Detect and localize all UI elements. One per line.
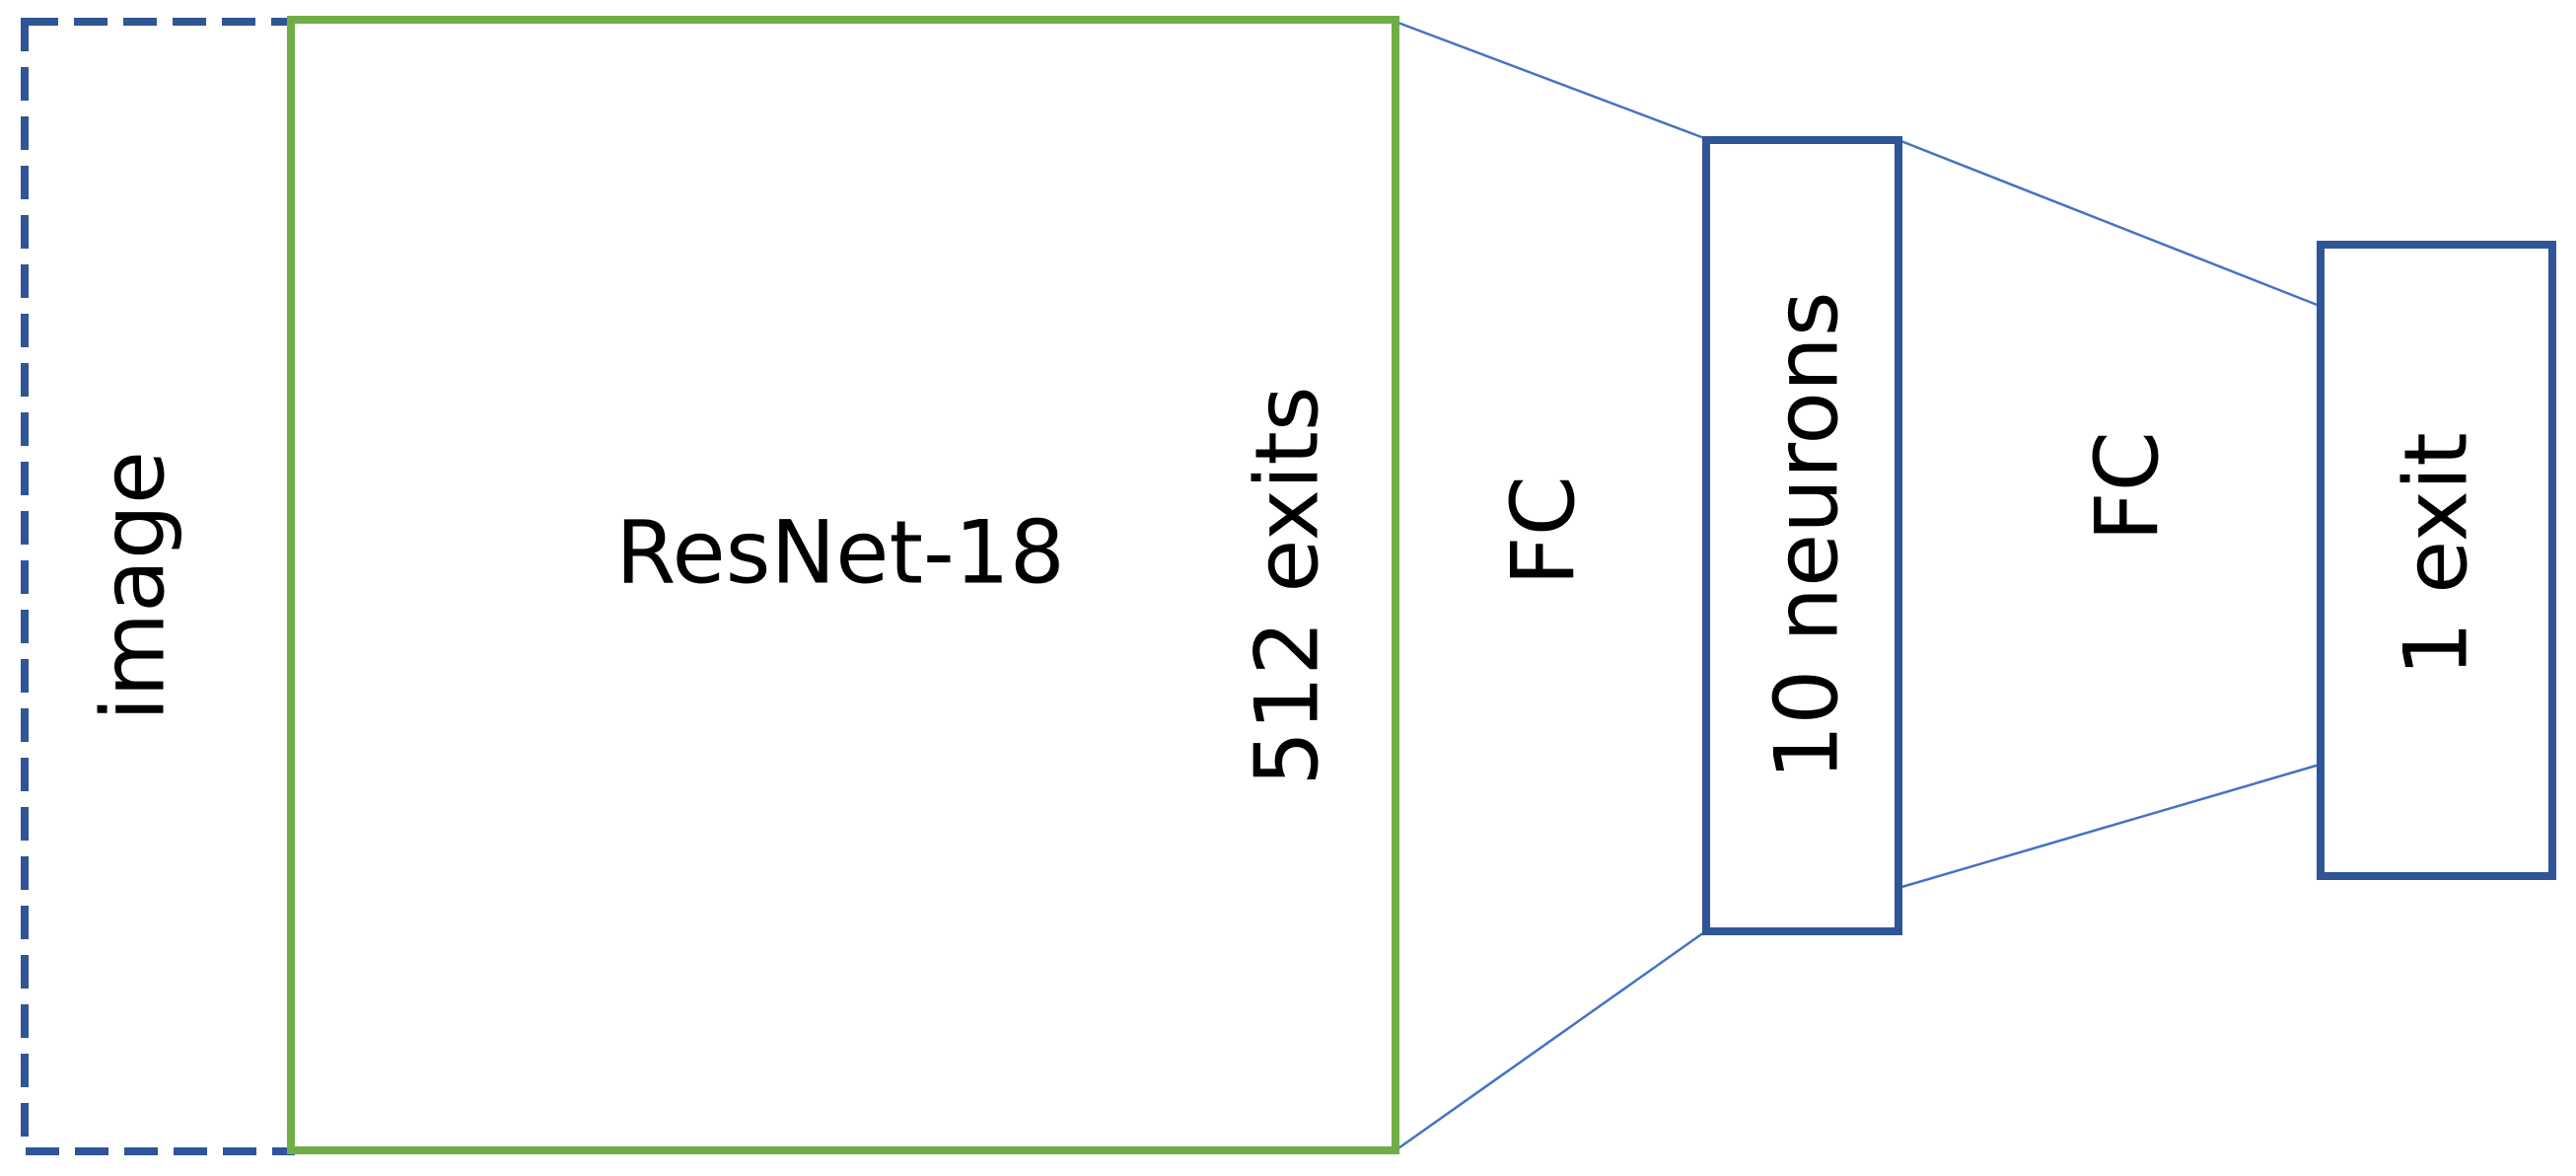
image-input-label: image: [83, 451, 184, 721]
connectors: [1395, 20, 2321, 1152]
backbone-output-label: 512 exits: [1237, 386, 1338, 785]
output-layer-label: 1 exit: [2386, 432, 2487, 677]
fc-layer-1-label: FC: [1493, 476, 1595, 586]
fc-layer-2-label: FC: [2077, 431, 2179, 542]
hidden-layer-label: 10 neurons: [1756, 291, 1858, 779]
connector-backbone-to-hidden-bottom: [1395, 930, 1705, 1152]
connector-backbone-to-hidden-top: [1395, 20, 1705, 140]
resnet-backbone-label: ResNet-18: [615, 502, 1064, 604]
resnet-backbone-box: [287, 16, 1399, 1154]
output-layer-box: [2317, 241, 2556, 880]
hidden-layer-box: [1702, 136, 1902, 935]
connector-hidden-to-output-bottom: [1897, 763, 2321, 890]
connector-hidden-to-output-top: [1897, 138, 2321, 308]
image-input-box: [21, 18, 295, 1155]
